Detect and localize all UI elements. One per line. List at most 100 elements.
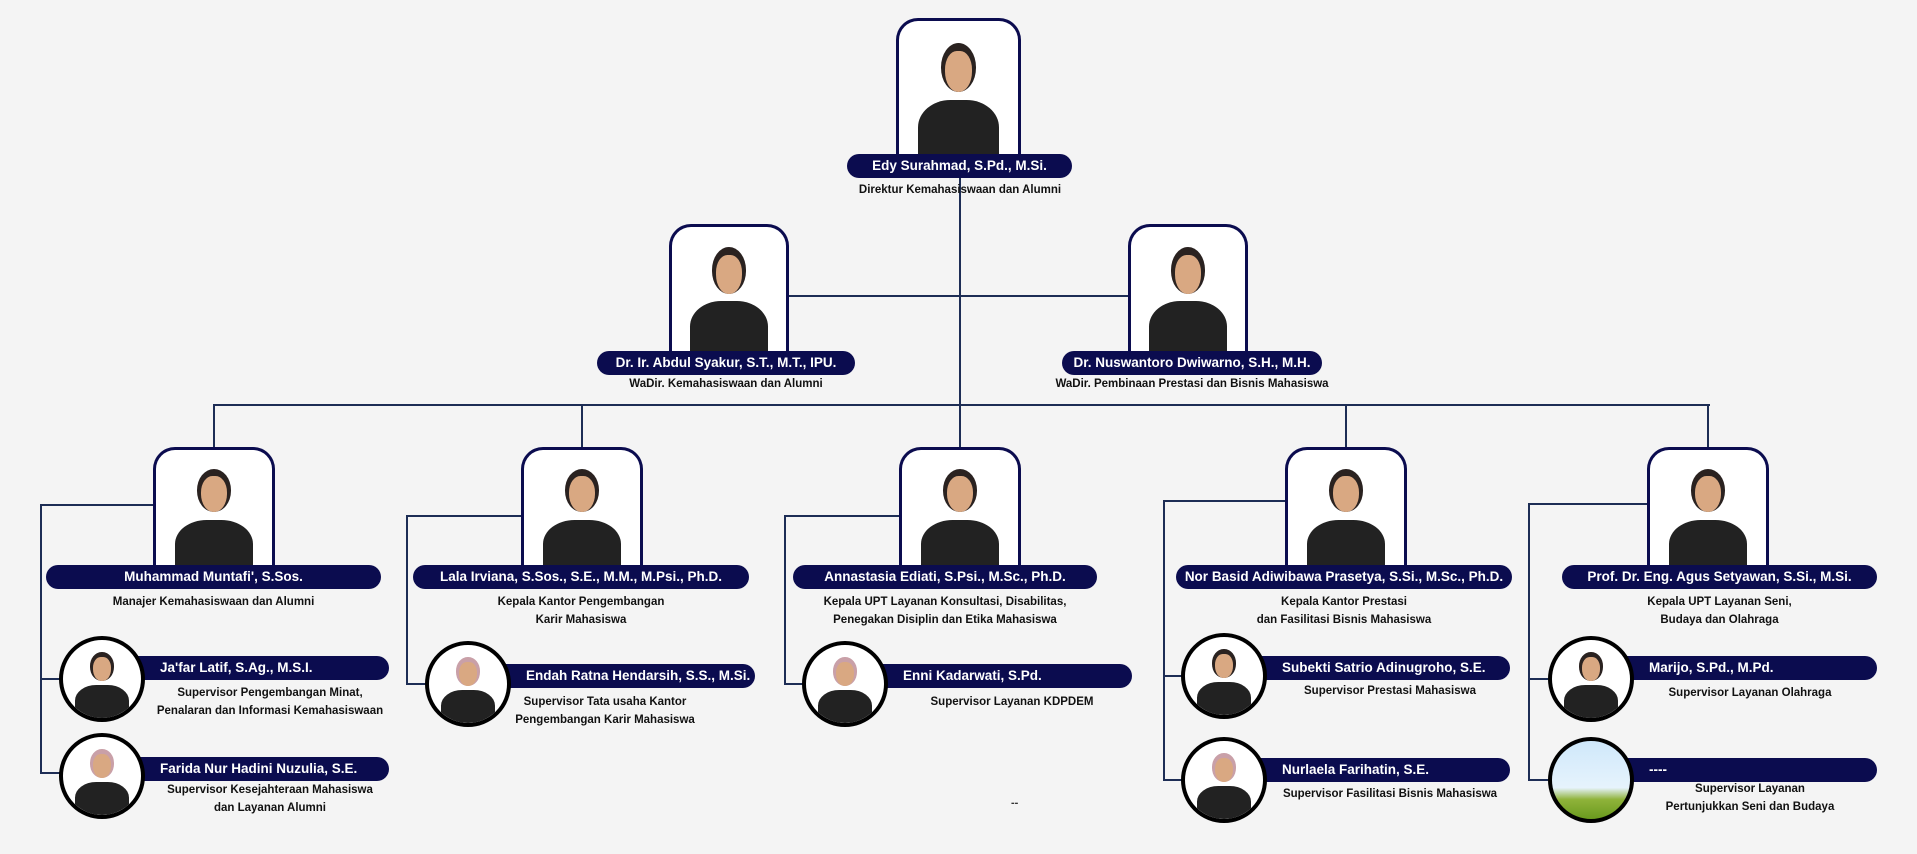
director-photo [896, 18, 1021, 155]
connector-line [213, 404, 215, 447]
person-face [93, 657, 111, 681]
head-title: Kepala Kantor Pengembangan Karir Mahasis… [497, 596, 665, 626]
connector-line [1163, 500, 1165, 781]
person-face [459, 662, 477, 686]
head-name: Lala Irviana, S.Sos., S.E., M.M., M.Psi.… [413, 565, 749, 589]
connector-line [581, 404, 583, 447]
vice-director-photo [1128, 224, 1248, 352]
supervisor-photo [59, 733, 145, 819]
head-photo [899, 447, 1021, 567]
vice-director-name: Dr. Nuswantoro Dwiwarno, S.H., M.H. [1062, 351, 1322, 375]
supervisor-title: Supervisor Kesejahteraan Mahasiswa dan L… [167, 784, 373, 814]
person-face [1582, 657, 1600, 681]
person-body [75, 782, 129, 815]
head-name: Nor Basid Adiwibawa Prasetya, S.Si., M.S… [1176, 565, 1512, 589]
connector-line [40, 504, 42, 774]
person-body [1306, 519, 1386, 567]
connector-line [40, 678, 60, 680]
head-title: Manajer Kemahasiswaan dan Alumni [112, 596, 315, 608]
placeholder-dash: -- [1011, 797, 1019, 809]
person-body [1197, 786, 1251, 819]
head-title: Kepala UPT Layanan Seni, Budaya dan Olah… [1647, 596, 1792, 626]
supervisor-photo [1181, 737, 1267, 823]
person-face [1215, 758, 1233, 782]
supervisor-photo [1548, 636, 1634, 722]
person-body [75, 685, 129, 718]
person-face [1333, 476, 1359, 513]
connector-line [406, 515, 522, 517]
person-face [716, 255, 742, 294]
connector-line [784, 683, 804, 685]
person-body [1564, 685, 1618, 718]
connector-line [959, 178, 961, 447]
supervisor-name: Nurlaela Farihatin, S.E. [1224, 758, 1510, 782]
connector-line [788, 295, 1128, 297]
person-body [690, 301, 768, 352]
connector-line [214, 404, 1710, 406]
supervisor-title: Supervisor Pengembangan Minat, Penalaran… [156, 687, 384, 717]
supervisor-name: Farida Nur Hadini Nuzulia, S.E. [102, 757, 389, 781]
connector-line [1528, 678, 1548, 680]
supervisor-photo [59, 636, 145, 722]
connector-line [784, 515, 900, 517]
head-name: Prof. Dr. Eng. Agus Setyawan, S.Si., M.S… [1562, 565, 1877, 589]
person-body [818, 690, 872, 723]
supervisor-name: Ja'far Latif, S.Ag., M.S.I. [102, 656, 389, 680]
person-face [93, 754, 111, 778]
head-photo [521, 447, 643, 567]
head-title: Kepala Kantor Prestasi dan Fasilitasi Bi… [1256, 596, 1432, 626]
connector-line [406, 515, 408, 685]
connector-line [784, 515, 786, 685]
connector-line [406, 683, 426, 685]
supervisor-title: Supervisor Prestasi Mahasiswa [1304, 685, 1476, 697]
connector-line [1163, 779, 1183, 781]
supervisor-photo [1181, 633, 1267, 719]
supervisor-name: Endah Ratna Hendarsih, S.S., M.Si. [468, 664, 755, 688]
head-photo [153, 447, 275, 567]
director-name: Edy Surahmad, S.Pd., M.Si. [847, 154, 1072, 178]
person-face [1175, 255, 1201, 294]
person-body [1668, 519, 1748, 567]
person-body [441, 690, 495, 723]
head-photo [1647, 447, 1769, 567]
person-face [1215, 654, 1233, 678]
supervisor-title: Supervisor Tata usaha Kantor Pengembanga… [515, 696, 695, 726]
person-body [1149, 301, 1227, 352]
supervisor-name: ---- [1591, 758, 1877, 782]
supervisor-title: Supervisor Layanan Pertunjukkan Seni dan… [1665, 783, 1835, 813]
supervisor-photo [425, 641, 511, 727]
supervisor-title: Supervisor Fasilitasi Bisnis Mahasiswa [1282, 788, 1498, 800]
vice-director-photo [669, 224, 789, 352]
vice-director-title: WaDir. Pembinaan Prestasi dan Bisnis Mah… [1055, 378, 1329, 390]
connector-line [1528, 503, 1530, 781]
person-face [201, 476, 227, 513]
head-name: Annastasia Ediati, S.Psi., M.Sc., Ph.D. [793, 565, 1097, 589]
person-face [569, 476, 595, 513]
connector-line [40, 504, 154, 506]
supervisor-title: Supervisor Layanan KDPDEM [930, 696, 1094, 708]
supervisor-name: Enni Kadarwati, S.Pd. [845, 664, 1132, 688]
person-face [1695, 476, 1721, 513]
placeholder-photo [1548, 737, 1634, 823]
supervisor-title: Supervisor Layanan Olahraga [1668, 687, 1832, 699]
person-body [1197, 682, 1251, 715]
connector-line [40, 772, 60, 774]
person-body [174, 519, 254, 567]
person-face [836, 662, 854, 686]
connector-line [1345, 404, 1347, 447]
head-name: Muhammad Muntafi', S.Sos. [46, 565, 381, 589]
person-body [542, 519, 622, 567]
connector-line [1528, 503, 1648, 505]
head-title: Kepala UPT Layanan Konsultasi, Disabilit… [823, 596, 1067, 626]
vice-director-title: WaDir. Kemahasiswaan dan Alumni [629, 378, 823, 390]
supervisor-photo [802, 641, 888, 727]
supervisor-name: Marijo, S.Pd., M.Pd. [1591, 656, 1877, 680]
supervisor-name: Subekti Satrio Adinugroho, S.E. [1224, 656, 1510, 680]
director-title: Direktur Kemahasiswaan dan Alumni [858, 184, 1062, 196]
connector-line [1707, 404, 1709, 447]
person-face [945, 51, 972, 93]
connector-line [1163, 675, 1183, 677]
person-body [918, 100, 999, 155]
connector-line [1528, 779, 1548, 781]
vice-director-name: Dr. Ir. Abdul Syakur, S.T., M.T., IPU. [597, 351, 855, 375]
